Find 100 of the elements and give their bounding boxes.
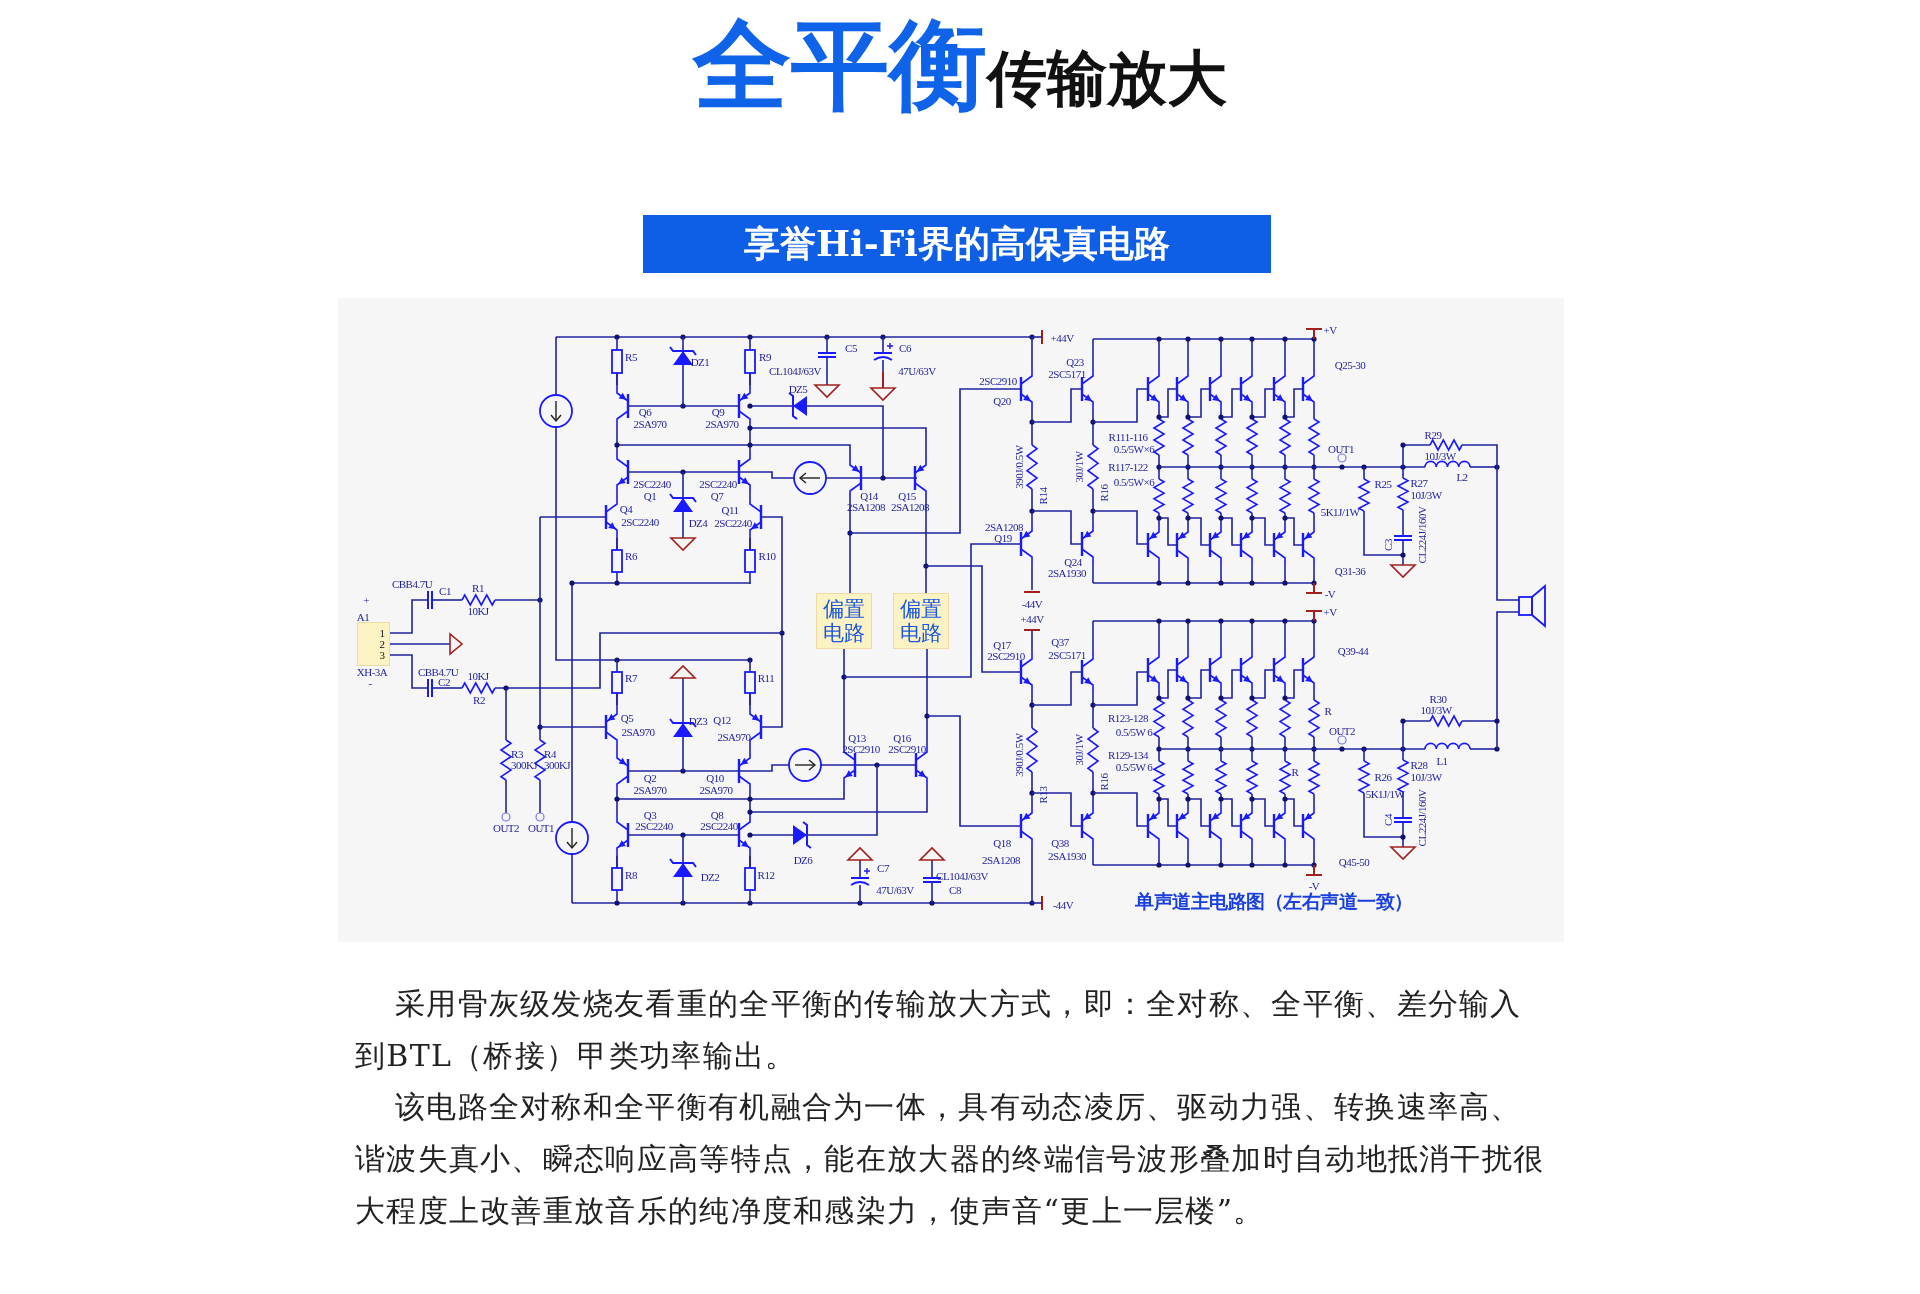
component-label: C6 bbox=[899, 342, 911, 354]
component-label: 2SC2910 bbox=[987, 650, 1025, 662]
component-label: 10J/3W bbox=[1410, 489, 1442, 501]
component-label: 2SA970 bbox=[621, 726, 655, 738]
component-label: 2SA970 bbox=[705, 418, 739, 430]
component-label: OUT2 bbox=[1328, 725, 1356, 737]
component-label: +V bbox=[1323, 606, 1337, 618]
component-label: R13 bbox=[1037, 786, 1049, 804]
component-label: R8 bbox=[625, 869, 637, 881]
component-label: R7 bbox=[625, 672, 637, 684]
component-label: 2SC2240 bbox=[635, 820, 673, 832]
component-label: Q31-36 bbox=[1334, 565, 1366, 577]
component-label: DZ3 bbox=[688, 715, 708, 727]
component-label: R4 bbox=[544, 748, 556, 760]
component-label: 2SA1208 bbox=[981, 854, 1021, 866]
component-label: CBB4.7U bbox=[391, 578, 433, 590]
component-label: Q37 bbox=[1051, 636, 1069, 648]
component-label: 30J/1W bbox=[1073, 451, 1085, 483]
component-label: R27 bbox=[1410, 477, 1428, 489]
paragraph: 采用骨灰级发烧友看重的全平衡的传输放大方式，即：全对称、全平衡、差分输入到BTL（桥接）甲类功率输出。 bbox=[355, 985, 1523, 1075]
component-label: 47U/63V bbox=[876, 884, 914, 896]
component-label: -V bbox=[1324, 588, 1336, 600]
component-label: 2SA970 bbox=[699, 784, 733, 796]
component-label: R16 bbox=[1098, 484, 1110, 502]
component-label: 2SC2240 bbox=[621, 516, 659, 528]
component-label: 10J/3W bbox=[1420, 704, 1452, 716]
component-label: R30 bbox=[1429, 693, 1447, 705]
component-label: OUT1 bbox=[1327, 443, 1355, 455]
component-label: CBB4.7U bbox=[417, 666, 459, 678]
component-label: CL224J/160V bbox=[1416, 506, 1428, 564]
component-label: R2 bbox=[473, 694, 485, 706]
component-label: C1 bbox=[439, 585, 451, 597]
component-label: 10KJ bbox=[467, 670, 489, 682]
connector-label: - bbox=[368, 677, 372, 689]
component-label: +44V bbox=[1050, 332, 1074, 344]
connector-block bbox=[357, 622, 390, 666]
component-label: R28 bbox=[1410, 759, 1428, 771]
component-label: +44V bbox=[1020, 613, 1044, 625]
component-label: -44V bbox=[1052, 899, 1074, 911]
component-label: +V bbox=[1323, 324, 1337, 336]
component-label: DZ1 bbox=[690, 356, 710, 368]
component-label: 0.5/5W 6 bbox=[1115, 761, 1153, 773]
component-label: DZ2 bbox=[700, 871, 720, 883]
component-label: R14 bbox=[1037, 487, 1049, 505]
connector-label: A1 bbox=[356, 611, 370, 623]
component-label: C5 bbox=[845, 342, 857, 354]
component-label: 2SA970 bbox=[633, 418, 667, 430]
component-label: 300KJ bbox=[510, 759, 538, 771]
component-label: R123-128 bbox=[1108, 712, 1148, 724]
component-label: Q25-30 bbox=[1334, 359, 1366, 371]
connector-label: XH-3A bbox=[356, 666, 388, 678]
component-label: CL104J/63V bbox=[936, 870, 988, 882]
component-label: C4 bbox=[1382, 814, 1394, 826]
component-label: 2SA970 bbox=[633, 784, 667, 796]
component-label: Q17 bbox=[993, 639, 1011, 651]
component-label: Q39-44 bbox=[1337, 645, 1369, 657]
component-label: 2SA1930 bbox=[1047, 567, 1087, 579]
component-label: 2SA970 bbox=[717, 731, 751, 743]
component-label: C7 bbox=[877, 862, 889, 874]
component-label: -V bbox=[1308, 880, 1320, 892]
component-label: Q16 bbox=[893, 732, 911, 744]
bias-circuit-box: 偏置电路 bbox=[893, 593, 949, 649]
component-label: Q23 bbox=[1066, 356, 1084, 368]
component-label: Q12 bbox=[713, 714, 731, 726]
component-label: 2SC2240 bbox=[700, 820, 738, 832]
component-label: Q5 bbox=[620, 712, 634, 724]
component-label: Q7 bbox=[710, 490, 724, 502]
component-label: R10 bbox=[758, 550, 776, 562]
component-label: R111-116 bbox=[1108, 431, 1148, 443]
component-label: 2SC2240 bbox=[714, 517, 752, 529]
component-label: CL104J/63V bbox=[769, 365, 821, 377]
component-label: 2SC5171 bbox=[1048, 649, 1086, 661]
pin-number: 3 bbox=[379, 649, 385, 661]
component-label: 2SC2910 bbox=[979, 375, 1017, 387]
component-label: R117-122 bbox=[1108, 461, 1148, 473]
component-label: Q45-50 bbox=[1338, 856, 1370, 868]
component-label: R5 bbox=[625, 351, 637, 363]
component-label: 0.5/5W 6 bbox=[1115, 726, 1153, 738]
component-label: Q1 bbox=[643, 490, 657, 502]
component-label: Q38 bbox=[1051, 837, 1069, 849]
component-label: Q9 bbox=[711, 406, 725, 418]
component-label: Q18 bbox=[993, 837, 1011, 849]
component-label: 5K1J/1W bbox=[1320, 506, 1360, 518]
component-label: C8 bbox=[949, 884, 961, 896]
component-label: -44V bbox=[1021, 598, 1043, 610]
component-label: 390J/0.5W bbox=[1013, 733, 1025, 777]
component-label: 390J/0.5W bbox=[1013, 445, 1025, 489]
component-label: DZ5 bbox=[788, 383, 808, 395]
component-label: Q2 bbox=[643, 772, 657, 784]
component-label: 0.5/5W×6 bbox=[1113, 476, 1155, 488]
component-label: Q8 bbox=[710, 809, 724, 821]
component-label: OUT2 bbox=[492, 822, 520, 834]
component-label: R16 bbox=[1098, 773, 1110, 791]
component-label: C2 bbox=[438, 676, 450, 688]
component-label: R29 bbox=[1424, 429, 1442, 441]
component-label: 2SC2910 bbox=[888, 743, 926, 755]
component-label: CL224J/160V bbox=[1416, 789, 1428, 847]
component-label: R25 bbox=[1374, 478, 1392, 490]
paragraph: 该电路全对称和全平衡有机融合为一体，具有动态凌厉、驱动力强、转换速率高、谐波失真小、瞬态响应高等特点，能在放大器的终端信号波形叠加时自动地抵消干扰很大程度上改善重放音乐的纯净度和感染力，使声音“更上一层楼”。 bbox=[355, 1088, 1546, 1230]
component-label: Q6 bbox=[638, 406, 652, 418]
